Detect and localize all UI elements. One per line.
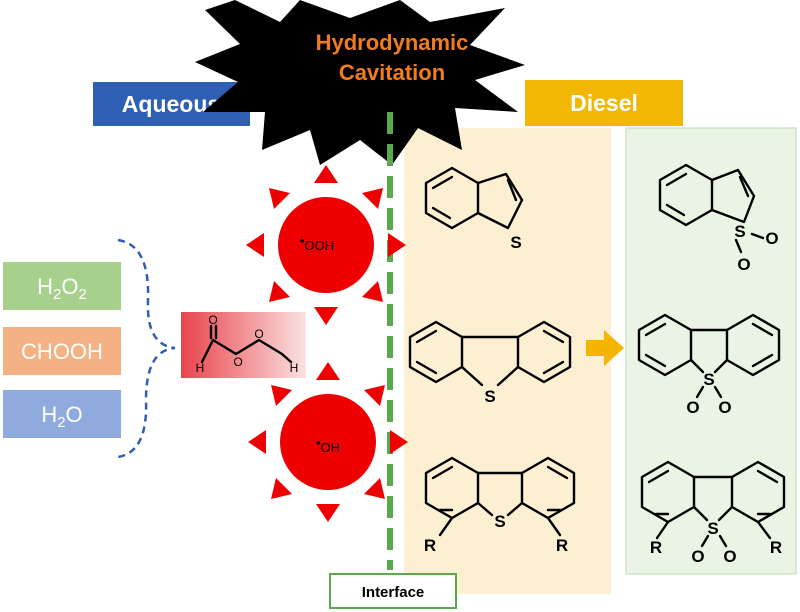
cavitation-title-line2: Cavitation bbox=[339, 60, 445, 85]
dialkyl-dbt-sulfone-o2: O bbox=[723, 547, 736, 566]
dialkyl-dbt-sulfone-s: S bbox=[707, 519, 718, 538]
bt-sulfone-o1: O bbox=[737, 255, 750, 274]
bt-sulfone-o2: O bbox=[765, 229, 778, 248]
benzothiophene-sulfone-structure bbox=[658, 163, 765, 254]
diesel-panel bbox=[404, 128, 611, 594]
dbt-sulfone-o2: O bbox=[718, 398, 731, 417]
hydroxyl-radical-icon bbox=[248, 362, 408, 522]
h2o2-label: H2O2 bbox=[37, 274, 87, 303]
dialkyl-dibenzothiophene-s: S bbox=[494, 512, 505, 531]
benzothiophene-structure bbox=[424, 166, 524, 230]
diesel-phase-label: Diesel bbox=[570, 90, 638, 116]
hydroperoxyl-radical-label: •OOH bbox=[300, 233, 334, 253]
dialkyl-dbt-sulfone-o1: O bbox=[691, 547, 704, 566]
dialkyl-dbt-sulfone-structure bbox=[640, 460, 786, 548]
performic-acid-box bbox=[181, 312, 306, 378]
interface-box bbox=[329, 573, 457, 609]
peracid-o1: O bbox=[233, 355, 242, 369]
dbt-sulfone-o1: O bbox=[686, 398, 699, 417]
peracid-h1: H bbox=[196, 361, 205, 375]
brace-icon bbox=[117, 238, 176, 459]
h2o2-box bbox=[3, 262, 121, 310]
dialkyl-dbt-sulfone-r-right: R bbox=[770, 538, 782, 557]
interface-label: Interface bbox=[362, 584, 425, 601]
dbt-sulfone-s: S bbox=[703, 370, 714, 389]
peracid-o2: O bbox=[254, 327, 263, 341]
cavitation-title-line1: Hydrodynamic bbox=[316, 30, 469, 55]
dialkyl-dbt-sulfone-r-left: R bbox=[650, 538, 662, 557]
dibenzothiophene-sulfone-structure bbox=[637, 313, 781, 399]
bt-sulfone-s: S bbox=[734, 222, 745, 241]
dibenzothiophene-s: S bbox=[484, 387, 495, 406]
chooh-label: CHOOH bbox=[21, 339, 103, 364]
dialkyl-dibenzothiophene-structure bbox=[424, 456, 576, 537]
aqueous-phase-label: Aqueous bbox=[122, 91, 220, 117]
h2o-box bbox=[3, 390, 121, 438]
dialkyl-dbt-r-right: R bbox=[556, 536, 568, 555]
dibenzothiophene-structure bbox=[408, 320, 572, 387]
reaction-arrow-icon bbox=[586, 330, 624, 366]
h2o-label: H2O bbox=[41, 402, 82, 431]
dialkyl-dbt-r-left: R bbox=[424, 536, 436, 555]
diesel-phase-box bbox=[525, 80, 683, 126]
hydroperoxyl-radical-icon bbox=[246, 165, 406, 325]
performic-acid-structure: O H O O H bbox=[196, 313, 299, 375]
chooh-box bbox=[3, 327, 121, 375]
peracid-carbonyl-o: O bbox=[208, 313, 217, 327]
hydroxyl-radical-label: •OH bbox=[316, 435, 340, 455]
benzothiophene-s: S bbox=[510, 233, 521, 252]
cavitation-burst-icon bbox=[195, 0, 525, 165]
peracid-h2: H bbox=[290, 361, 299, 375]
